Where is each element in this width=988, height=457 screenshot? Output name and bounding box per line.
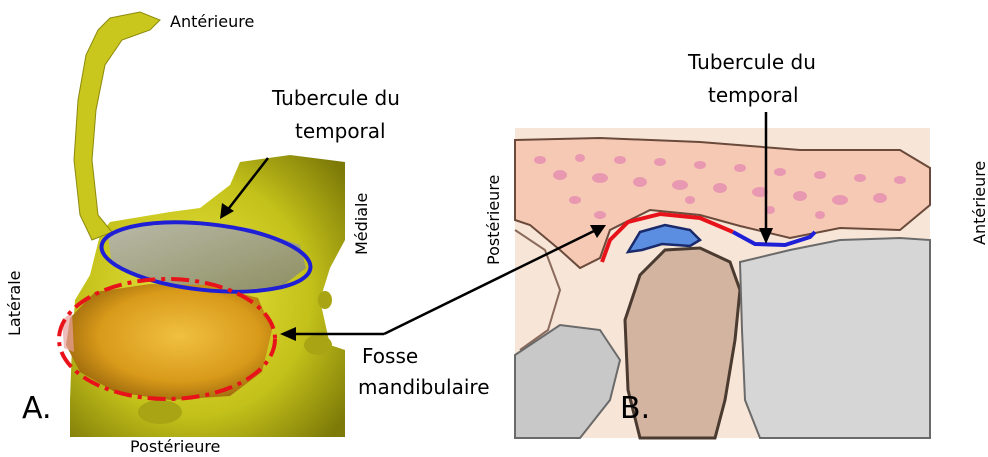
tubercle-label-b-line2: temporal (708, 83, 799, 107)
tubercle-label-b-line1: Tubercule du (687, 50, 816, 74)
panel-a (59, 12, 345, 437)
panel-a-lateral-label: Latérale (5, 270, 24, 336)
panel-a-letter: A. (22, 391, 52, 426)
panel-a-nodule (318, 291, 332, 309)
panel-b-anterior-label: Antérieure (970, 161, 988, 245)
panel-a-posterior-label: Postérieure (130, 437, 220, 456)
tubercle-label-a-line1: Tubercule du (271, 86, 400, 110)
panel-b-articular-eminence (740, 238, 930, 438)
panel-a-lateral-mark (62, 312, 74, 352)
panel-a-medial-label: Médiale (352, 193, 371, 255)
panel-b-posterior-label: Postérieure (484, 175, 503, 265)
tubercle-label-a-line2: temporal (295, 119, 386, 143)
panel-a-anterior-label: Antérieure (170, 12, 254, 31)
panel-b-letter: B. (620, 391, 650, 426)
panel-a-nodule (138, 400, 182, 424)
panel-a-zygomatic-process (74, 12, 160, 240)
panel-b (515, 112, 930, 438)
panel-a-nodule (304, 335, 332, 355)
fossa-label-line2: mandibulaire (358, 375, 490, 399)
fossa-label-line1: Fosse (362, 344, 418, 368)
